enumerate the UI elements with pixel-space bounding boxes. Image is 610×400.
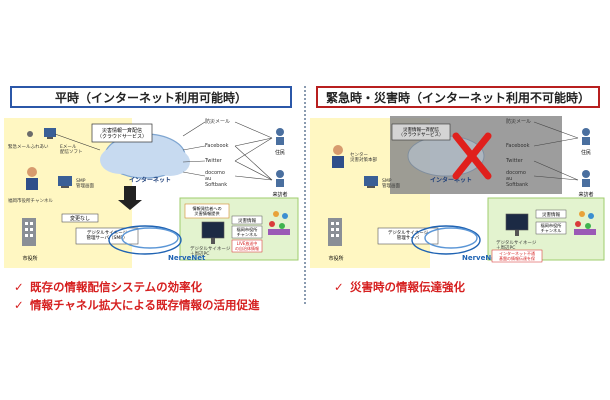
- check-icon: ✓: [14, 280, 24, 294]
- region-info-box: [231, 225, 263, 239]
- benefit-item: ✓既存の情報配信システムの効率化: [14, 280, 203, 294]
- internet-note-label: インターネット不通基盤の情報伝達を保: [499, 250, 535, 261]
- computer-icon: [27, 128, 56, 139]
- signage-server-label: デジタルサイネージ管理サーバ: [388, 229, 429, 241]
- city-hall-channel-label: 福岡市役所チャンネル: [8, 197, 53, 204]
- realtime-info-box: [184, 203, 230, 219]
- normal-time-title: 平時（インターネット利用可能時）: [10, 86, 292, 108]
- route-twitter: Twitter: [505, 158, 524, 164]
- building-icon: [22, 218, 36, 246]
- email-link: [54, 133, 101, 151]
- internet-label: インターネット: [430, 176, 472, 184]
- visitors-label: 来訪者: [272, 191, 287, 198]
- person-icon: [26, 167, 38, 190]
- emergency-time-benefits: ✓災害時の情報伝達強化: [334, 278, 465, 296]
- signage-icon: [201, 221, 225, 244]
- signage-server-box: [377, 227, 439, 245]
- person-icon: [276, 170, 284, 187]
- benefit-item: ✓災害時の情報伝達強化: [334, 280, 465, 294]
- email-system-label: Eメール配信ソフト: [60, 144, 83, 155]
- internet-label: インターネット: [129, 176, 171, 184]
- building-icon: [328, 218, 342, 246]
- realtime-info-label: 情報発信者への災害情報提供: [192, 205, 221, 217]
- cross-mark-icon: [452, 132, 492, 180]
- event-note-box: [231, 239, 263, 253]
- person-icon: [582, 170, 590, 187]
- person-icon: [582, 128, 590, 145]
- residents-label: 住民: [275, 149, 285, 156]
- center-label: センター災害対策本部: [350, 151, 377, 163]
- route-facebook: Facebook: [506, 143, 530, 149]
- event-note-label: LIVE放送中の自治体情報: [235, 240, 259, 251]
- no-change-label: 変更なし: [70, 215, 90, 222]
- person-icon: [332, 145, 344, 168]
- check-icon: ✓: [14, 298, 24, 312]
- cloud-service-label: 災害情報一斉配信（クラウドサービス）: [97, 127, 147, 140]
- residents-label: 住民: [581, 149, 591, 156]
- region-info-box: [535, 221, 567, 235]
- people-group-icon: [268, 211, 290, 235]
- emergency-time-title: 緊急時・災害時（インターネット利用不可能時）: [316, 86, 600, 108]
- people-group-icon: [574, 211, 596, 235]
- nervenet-label: NerveNet: [462, 254, 500, 262]
- signage-display-label: デジタルサイネージ＋周辺PC: [190, 245, 231, 257]
- region-info-label: 福岡市役所チャンネル: [237, 226, 258, 238]
- signage-display-label: デジタルサイネージ＋周辺PC: [496, 239, 537, 251]
- signage-icon: [505, 213, 529, 236]
- emergency-time-diagram: 災害情報一斉配信（クラウドサービス） インターネット 防災メール Faceboo…: [310, 116, 605, 268]
- cloud-icon: [100, 133, 190, 179]
- disaster-info-box: [231, 215, 263, 225]
- cloud-service-box: [391, 123, 451, 141]
- check-icon: ✓: [334, 280, 344, 294]
- internet-note-box: [491, 249, 543, 263]
- normal-time-benefits: ✓既存の情報配信システムの効率化 ✓情報チャネル拡大による既存情報の活用促進: [14, 278, 260, 314]
- route-twitter: Twitter: [204, 158, 223, 164]
- nervenet-swirl: [411, 225, 481, 255]
- nervenet-swirl: [108, 225, 182, 255]
- no-change-box: [61, 213, 99, 223]
- panel-divider: [304, 86, 306, 304]
- computer-icon: [364, 176, 378, 188]
- disaster-info-label: 災害情報: [542, 211, 560, 218]
- disaster-info-box: [535, 209, 567, 219]
- cloud-service-label: 災害情報一斉配信（クラウドサービス）: [399, 126, 444, 138]
- disaster-info-label: 災害情報: [238, 217, 256, 224]
- route-lines: [533, 121, 579, 181]
- person-icon: [276, 128, 284, 145]
- nervenet-label: NerveNet: [168, 254, 206, 262]
- normal-time-diagram: 災害情報一斉配信（クラウドサービス） インターネット 防災メール Faceboo…: [4, 118, 299, 268]
- flow-arrow: [124, 186, 136, 200]
- signage-server-label: デジタルサイネージ管理サーバ（SMP）: [87, 229, 128, 241]
- city-hall-label: 市役所: [328, 255, 343, 262]
- flow-arrow-head: [118, 200, 142, 210]
- route-disaster-mail: 防災メール: [205, 118, 230, 125]
- benefit-item: ✓情報チャネル拡大による既存情報の活用促進: [14, 298, 260, 312]
- visitors-label: 来訪者: [578, 191, 593, 198]
- region-info-label: 福岡市役所チャンネル: [541, 222, 562, 234]
- cloud-service-box: [91, 123, 153, 143]
- route-disaster-mail: 防災メール: [506, 118, 531, 125]
- city-hall-label: 市役所: [22, 255, 37, 262]
- computer-icon: [58, 176, 72, 188]
- route-lines: [182, 121, 273, 181]
- email-delivery-label: 緊急メールふれあい: [8, 143, 49, 150]
- route-facebook: Facebook: [205, 143, 229, 149]
